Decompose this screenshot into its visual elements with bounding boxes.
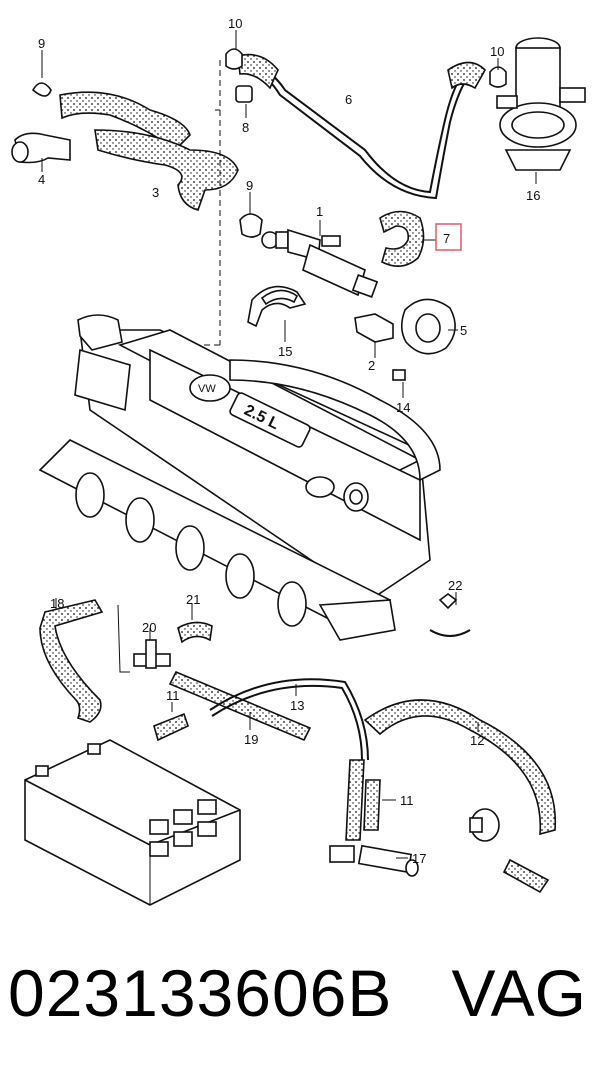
callout-13: 13 xyxy=(290,698,304,713)
callout-14: 14 xyxy=(396,400,410,415)
tee-connector-20 xyxy=(133,628,171,669)
hose-end-6-left xyxy=(237,53,279,90)
hose-vertical xyxy=(345,759,365,841)
part-number: 023133606B xyxy=(8,956,393,1030)
cap-8 xyxy=(235,85,253,118)
callout-9-middle: 9 xyxy=(246,178,253,193)
clamp-9-top xyxy=(31,50,52,97)
vw-logo xyxy=(189,374,231,402)
hose-3-lower xyxy=(94,129,239,211)
intake-manifold: VW 2.5 L xyxy=(74,314,441,601)
callout-2: 2 xyxy=(368,358,375,373)
hose-12 xyxy=(363,699,557,836)
pressure-regulator xyxy=(469,808,500,842)
callout-22: 22 xyxy=(448,578,462,593)
callout-21: 21 xyxy=(186,592,200,607)
clamp-10-right xyxy=(489,58,507,88)
hose-18 xyxy=(39,599,104,723)
callout-5: 5 xyxy=(460,323,467,338)
callout-10-right: 10 xyxy=(490,44,504,59)
callout-4: 4 xyxy=(38,172,45,187)
hose-3-upper xyxy=(59,91,191,152)
elbow-4 xyxy=(11,132,71,172)
callout-20: 20 xyxy=(142,620,156,635)
callout-18: 18 xyxy=(50,596,64,611)
callout-6: 6 xyxy=(345,92,352,107)
manifold-gasket xyxy=(38,439,396,641)
holder-5 xyxy=(400,298,458,355)
callout-7: 7 xyxy=(443,231,450,246)
screw-14 xyxy=(392,369,406,398)
control-unit xyxy=(24,739,241,906)
callout-9-top: 9 xyxy=(38,36,45,51)
hose-end-6-right xyxy=(447,61,486,90)
callout-19: 19 xyxy=(244,732,258,747)
hose-21 xyxy=(177,621,213,644)
callout-7-highlight xyxy=(435,223,462,251)
clamp-22 xyxy=(429,592,471,637)
purge-valve-1 xyxy=(261,220,379,298)
callout-8: 8 xyxy=(242,120,249,135)
connector-17 xyxy=(329,844,419,877)
callout-16: 16 xyxy=(526,188,540,203)
callout-10-left: 10 xyxy=(228,16,242,31)
callout-11-left: 11 xyxy=(166,688,180,703)
bracket-2 xyxy=(354,313,394,358)
callout-15: 15 xyxy=(278,344,292,359)
hose-19 xyxy=(168,670,312,742)
svg-text:VW: VW xyxy=(198,383,216,395)
callout-1: 1 xyxy=(316,204,323,219)
hose-7 xyxy=(379,210,425,267)
hose-13 xyxy=(209,678,369,761)
hose-11-right xyxy=(363,779,381,831)
callout-3: 3 xyxy=(152,185,159,200)
valve-16 xyxy=(496,37,586,184)
bracket-15 xyxy=(247,285,307,342)
callout-17: 17 xyxy=(412,851,426,866)
hose-12-lower xyxy=(502,858,550,894)
brand-label: VAG xyxy=(451,956,586,1030)
hose-11-left xyxy=(153,712,189,742)
callout-12: 12 xyxy=(470,733,484,748)
footer: 023133606B VAG xyxy=(0,955,600,1081)
clamp-10-left xyxy=(225,30,243,70)
clamp-9-middle xyxy=(239,192,263,238)
callout-11-right: 11 xyxy=(400,793,414,808)
parts-diagram: VW 2.5 L xyxy=(11,16,586,906)
